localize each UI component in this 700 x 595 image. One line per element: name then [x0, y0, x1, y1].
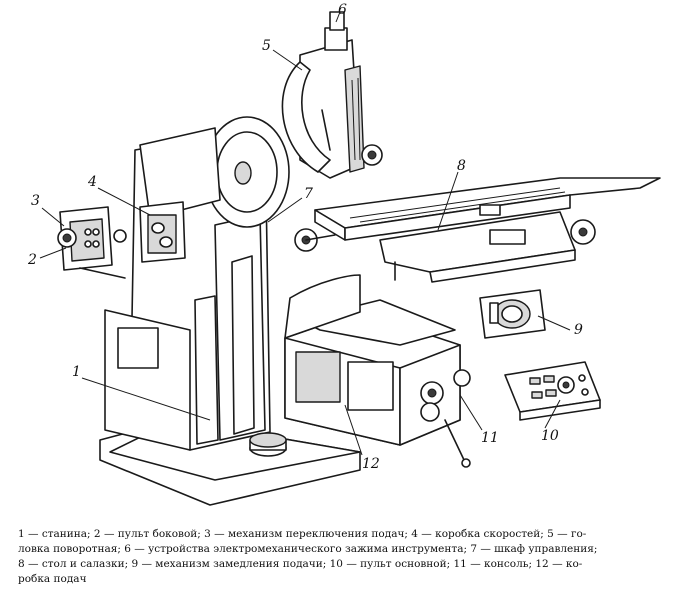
figure-caption: 1 — станина; 2 — пульт боковой; 3 — меха… — [18, 527, 682, 587]
caption-line-4: робка подач — [18, 573, 87, 585]
label-8: 8 — [457, 158, 466, 174]
callout-labels: 1 2 3 4 5 6 7 8 9 10 11 12 — [27, 2, 583, 472]
main-control-panel — [504, 361, 601, 421]
label-3: 3 — [31, 193, 40, 209]
caption-line-2: ловка поворотная; 6 — устройства электро… — [18, 543, 598, 555]
label-4: 4 — [87, 174, 97, 190]
feed-deceleration-mechanism — [479, 289, 546, 339]
label-5: 5 — [262, 38, 271, 54]
swivel-head — [281, 11, 383, 179]
table-saddle — [294, 177, 661, 283]
label-2: 2 — [27, 252, 37, 268]
label-9: 9 — [574, 322, 583, 338]
speed-gearbox — [139, 201, 186, 263]
label-12: 12 — [362, 456, 380, 472]
leader-lines — [39, 11, 571, 456]
label-6: 6 — [338, 2, 347, 18]
milling-machine-diagram: 1 2 3 4 5 6 7 8 9 10 11 12 — [27, 2, 661, 506]
label-11: 11 — [481, 430, 499, 446]
caption-line-1: 1 — станина; 2 — пульт боковой; 3 — меха… — [18, 528, 587, 540]
label-1: 1 — [72, 364, 81, 380]
label-10: 10 — [541, 428, 559, 444]
feed-switch-box — [57, 206, 127, 279]
label-7: 7 — [304, 186, 313, 202]
caption-line-3: 8 — стол и салазки; 9 — механизм замедле… — [18, 558, 583, 570]
knee-console — [284, 274, 471, 468]
